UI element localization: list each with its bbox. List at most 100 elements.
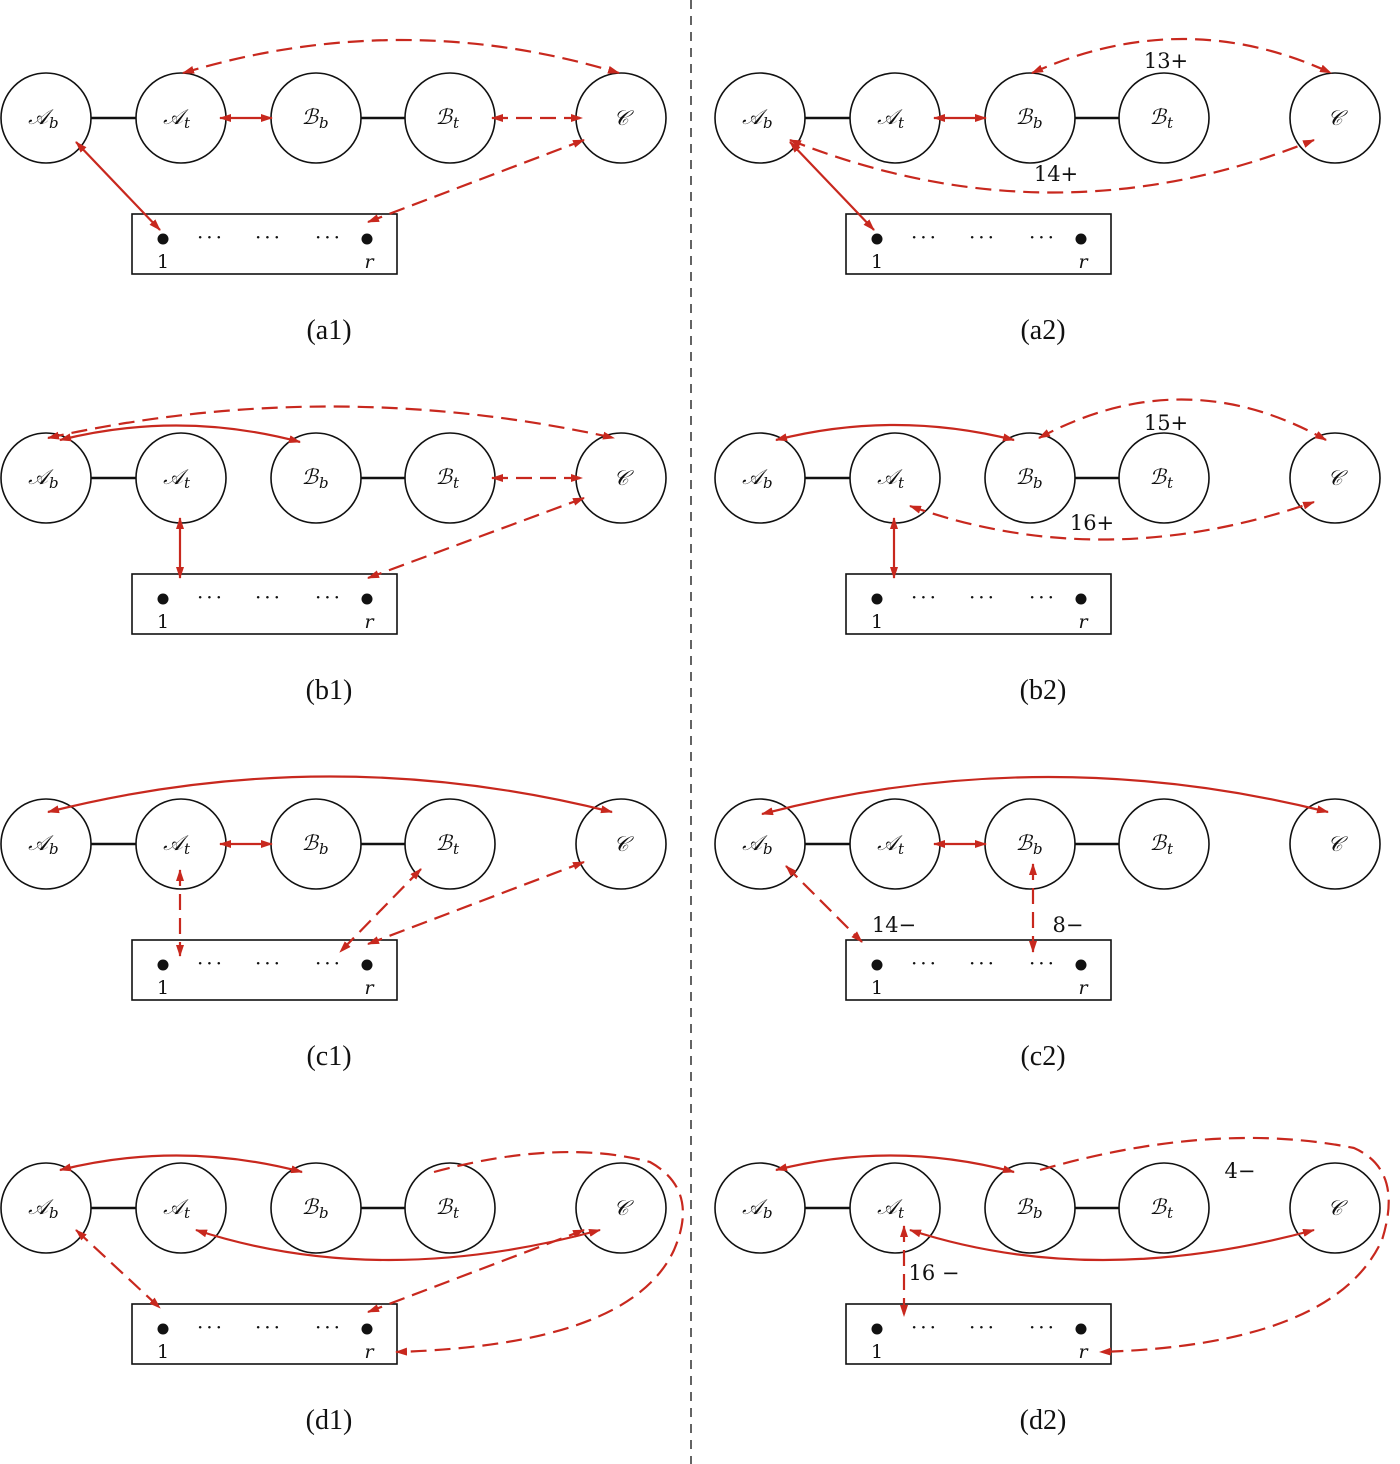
- ellipsis: ···: [969, 1315, 997, 1339]
- panel-caption: (a1): [306, 315, 351, 346]
- vertex-box: ··· ··· ··· 1 r: [845, 1303, 1112, 1365]
- vertex-label-last: r: [364, 977, 375, 999]
- ellipsis: ···: [315, 585, 343, 609]
- vertex-label-last: r: [1078, 611, 1089, 633]
- panel-caption: (b1): [306, 675, 353, 706]
- node-subscript: t: [453, 840, 460, 858]
- ellipsis: ···: [1029, 585, 1057, 609]
- node-letter: ℬ: [1149, 831, 1167, 855]
- ellipsis: ···: [197, 951, 225, 975]
- node-subscript: t: [1167, 1204, 1174, 1222]
- arrow-ab-bb: [775, 423, 1015, 442]
- vertex-box: ··· ··· ··· 1 r: [131, 1303, 398, 1365]
- node-letter: ℬ: [435, 1195, 453, 1219]
- node-letter: ℬ: [1015, 465, 1033, 489]
- arrow-label: 16+: [1070, 511, 1114, 535]
- ellipsis: ···: [1029, 225, 1057, 249]
- vertex-label-first: 1: [157, 1341, 169, 1363]
- vertex-dot-first: [871, 959, 883, 971]
- arrow-label: 15+: [1144, 411, 1188, 435]
- node-subscript: b: [319, 1204, 329, 1222]
- node-letter: ℬ: [435, 465, 453, 489]
- node-subscript: t: [898, 474, 905, 492]
- ellipsis: ···: [315, 225, 343, 249]
- node-letter: ℬ: [301, 1195, 319, 1219]
- arrow-at-c: [909, 500, 1315, 541]
- arrow-ab-bb: [59, 1154, 303, 1174]
- node-subscript: t: [184, 474, 191, 492]
- vertex-label-first: 1: [871, 251, 883, 273]
- node-subscript: b: [1033, 474, 1043, 492]
- vertex-box: ··· ··· ··· 1 r: [845, 573, 1112, 635]
- vertex-dot-first: [871, 593, 883, 605]
- vertex-label-first: 1: [871, 611, 883, 633]
- arrow-ab-box: [785, 865, 863, 943]
- ellipsis: ···: [1029, 951, 1057, 975]
- arrow-ab-c: [761, 775, 1329, 816]
- node-letter: ℬ: [1015, 105, 1033, 129]
- node-letter: ℬ: [301, 465, 319, 489]
- node-subscript: t: [898, 1204, 905, 1222]
- vertex-dot-last: [1075, 1323, 1087, 1335]
- vertex-dot-last: [361, 1323, 373, 1335]
- ellipsis: ···: [911, 225, 939, 249]
- node-subscript: t: [184, 1204, 191, 1222]
- arrow-bb-c: [1038, 398, 1327, 441]
- vertex-dot-last: [1075, 233, 1087, 245]
- node-subscript: b: [49, 840, 59, 858]
- node-letter: ℬ: [1149, 465, 1167, 489]
- arrow-c-box: [367, 496, 585, 580]
- node-subscript: t: [453, 1204, 460, 1222]
- arrow-ab-box: [75, 141, 161, 231]
- vertex-dot-first: [871, 233, 883, 245]
- arrow-ab-box: [75, 1229, 161, 1309]
- node-letter: ℬ: [1015, 831, 1033, 855]
- node-subscript: t: [184, 114, 191, 132]
- vertex-dot-last: [1075, 959, 1087, 971]
- arrow-label: 14−: [872, 913, 916, 937]
- ellipsis: ···: [255, 225, 283, 249]
- ellipsis: ···: [911, 585, 939, 609]
- node-letter: ℬ: [435, 831, 453, 855]
- ellipsis: ···: [197, 1315, 225, 1339]
- node-subscript: t: [453, 474, 460, 492]
- vertex-dot-first: [871, 1323, 883, 1335]
- vertex-label-last: r: [1078, 251, 1089, 273]
- node-c: 𝒞: [575, 1162, 667, 1254]
- node-letter: ℬ: [1149, 1195, 1167, 1219]
- ellipsis: ···: [255, 1315, 283, 1339]
- vertex-dot-first: [157, 959, 169, 971]
- node-letter: ℬ: [1015, 1195, 1033, 1219]
- node-subscript: b: [319, 114, 329, 132]
- vertex-box: ··· ··· ··· 1 r: [131, 213, 398, 275]
- vertex-label-first: 1: [157, 251, 169, 273]
- arrow-c-box: [367, 860, 585, 946]
- node-subscript: b: [763, 840, 773, 858]
- vertex-box: ··· ··· ··· 1 r: [845, 939, 1112, 1001]
- arrow-at-c: [195, 1228, 601, 1262]
- ellipsis: ···: [969, 225, 997, 249]
- node-subscript: b: [49, 474, 59, 492]
- node-c: 𝒞: [1289, 1162, 1381, 1254]
- vertex-dot-first: [157, 233, 169, 245]
